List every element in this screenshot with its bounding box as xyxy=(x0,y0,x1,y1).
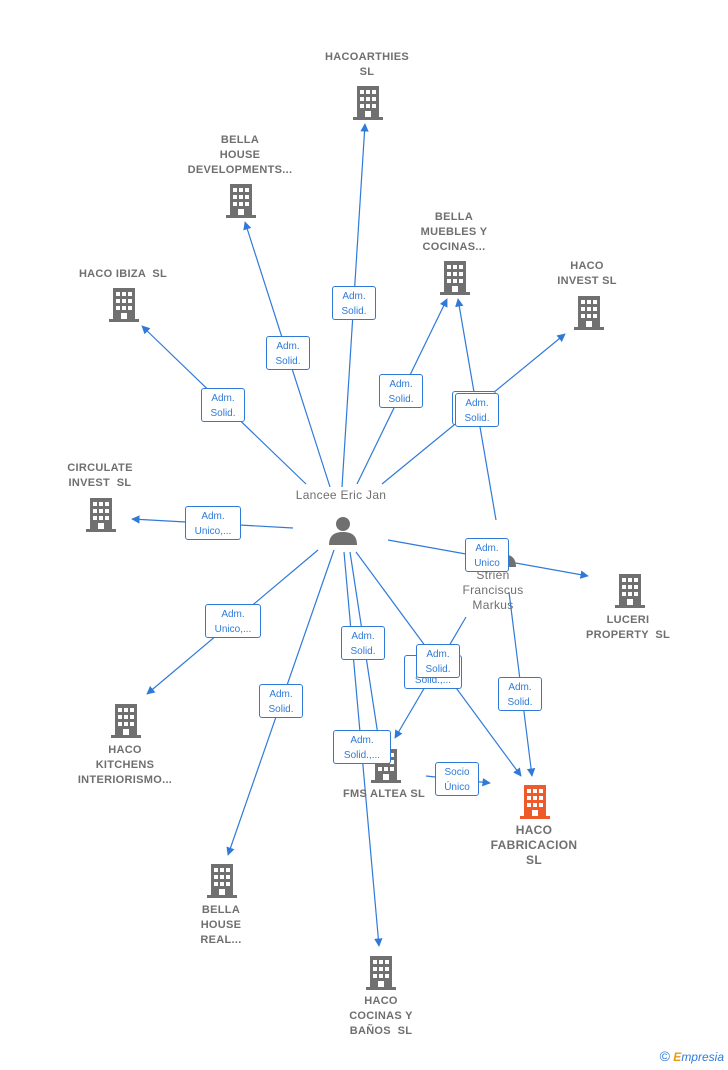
company-label-fms-altea[interactable]: FMS ALTEA SL xyxy=(342,788,426,800)
edge-label-lancee-to-haco_kitchens[interactable]: Adm. Unico,... xyxy=(205,604,261,638)
person-lancee-icon[interactable] xyxy=(329,517,357,545)
company-luceri-building-icon[interactable] xyxy=(615,574,645,608)
edge-label-lancee-to-fms_altea[interactable]: Adm. Solid.,... xyxy=(333,730,391,764)
company-label-bella-muebles[interactable]: BELLA MUEBLES Y COCINAS... xyxy=(420,211,488,253)
company-circulate-building-icon[interactable] xyxy=(86,498,116,532)
edge-label-lancee-to-haco_ibiza[interactable]: Adm. Solid. xyxy=(201,388,245,422)
company-label-luceri[interactable]: LUCERI PROPERTY SL xyxy=(585,614,671,641)
brand-initial: E xyxy=(673,1050,682,1064)
company-bella-muebles-building-icon[interactable] xyxy=(440,261,470,295)
edge-label-lancee-to-bella_real[interactable]: Adm. Solid. xyxy=(259,684,303,718)
company-label-haco-kitchens[interactable]: HACO KITCHENS INTERIORISMO... xyxy=(77,744,173,786)
company-label-haco-cocinas[interactable]: HACO COCINAS Y BAÑOS SL xyxy=(349,995,413,1037)
edge-label-strien-to-bella_muebles[interactable]: Adm. Solid. xyxy=(455,393,499,427)
edge-label-strien-to-haco_fabricacion[interactable]: Adm. Solid. xyxy=(498,677,542,711)
company-bella-dev-building-icon[interactable] xyxy=(226,184,256,218)
company-label-circulate[interactable]: CIRCULATE INVEST SL xyxy=(67,462,133,489)
company-label-bella-real[interactable]: BELLA HOUSE REAL... xyxy=(200,904,242,946)
edge-label-lancee-to-bella_dev[interactable]: Adm. Solid. xyxy=(266,336,310,370)
edge-label-lancee-to-hacoarthies[interactable]: Adm. Solid. xyxy=(332,286,376,320)
edge-label-lancee-to-haco_cocinas[interactable]: Adm. Solid. xyxy=(341,626,385,660)
company-hacoarthies-building-icon[interactable] xyxy=(353,86,383,120)
company-label-haco-fabricacion[interactable]: HACO FABRICACION SL xyxy=(490,823,578,867)
company-label-bella-dev[interactable]: BELLA HOUSE DEVELOPMENTS... xyxy=(187,134,293,176)
company-bella-real-building-icon[interactable] xyxy=(207,864,237,898)
person-label-lancee[interactable]: Lancee Eric Jan xyxy=(295,488,387,502)
company-label-haco-invest[interactable]: HACO INVEST SL xyxy=(557,260,617,287)
company-label-haco-ibiza[interactable]: HACO IBIZA SL xyxy=(78,268,168,280)
company-haco-invest-building-icon[interactable] xyxy=(574,296,604,330)
edge-label-lancee-to-haco_fabricacion[interactable]: Adm. Solid. xyxy=(416,644,460,678)
edge-label-lancee-to-luceri[interactable]: Adm. Unico xyxy=(465,538,509,572)
main-company-haco-fabricacion-building-icon[interactable] xyxy=(520,785,550,819)
brand-name: mpresia xyxy=(681,1050,724,1064)
edge-label-lancee-to-circulate[interactable]: Adm. Unico,... xyxy=(185,506,241,540)
empresia-watermark[interactable]: © Empresia xyxy=(660,1048,724,1064)
company-label-hacoarthies[interactable]: HACOARTHIES SL xyxy=(325,51,409,78)
copyright-symbol: © xyxy=(659,1048,670,1064)
company-haco-kitchens-building-icon[interactable] xyxy=(111,704,141,738)
company-haco-ibiza-building-icon[interactable] xyxy=(109,288,139,322)
edge-label-fms_altea-to-haco_fabricacion[interactable]: Socio Único xyxy=(435,762,479,796)
company-haco-cocinas-building-icon[interactable] xyxy=(366,956,396,990)
person-label-strien[interactable]: Strien Franciscus Markus xyxy=(462,568,524,612)
edge-label-lancee-to-bella_muebles[interactable]: Adm. Solid. xyxy=(379,374,423,408)
